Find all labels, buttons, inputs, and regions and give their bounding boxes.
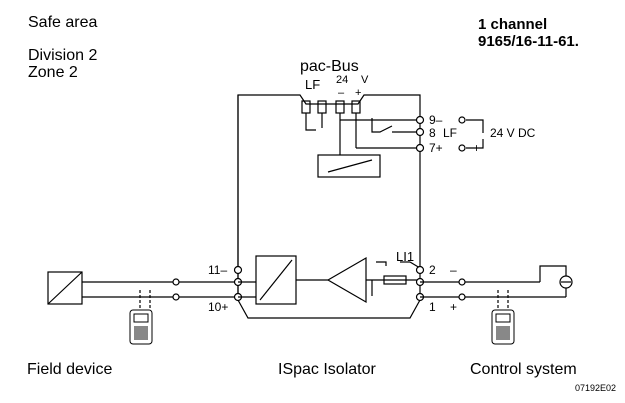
- terminal-10-label: 10+: [208, 300, 228, 314]
- part-number-label: 9165/16-11-61.: [478, 33, 579, 50]
- resistor: [383, 275, 407, 285]
- bus-wire-lf-1: [305, 113, 316, 131]
- terminal-8-lf-label: LF: [443, 126, 457, 140]
- zone-label: Zone 2: [28, 64, 78, 81]
- supply-minus-label: –: [473, 112, 480, 126]
- terminal-9: [415, 115, 425, 125]
- bus-v-label: V: [361, 74, 369, 86]
- bus-pin-lf-2: [317, 100, 327, 114]
- supply-line-minus: [466, 119, 484, 133]
- bus-lf-label: LF: [305, 77, 320, 92]
- terminal-7: [415, 143, 425, 153]
- field-device-label: Field device: [27, 361, 113, 378]
- bus-pin-minus: [335, 100, 345, 114]
- terminal-8-label: 8: [429, 126, 436, 140]
- relay-contact: [371, 118, 393, 133]
- field-junction-top: [172, 278, 180, 286]
- power-supply-block: [317, 154, 381, 178]
- drawing-code: 07192E02: [575, 383, 617, 393]
- terminal-2: [415, 265, 425, 275]
- terminal-1-label: 1: [429, 300, 436, 314]
- control-system-label: Control system: [470, 361, 577, 378]
- isolator-label: ISpac Isolator: [278, 361, 376, 378]
- field-device-ip-icon: [47, 271, 83, 305]
- terminal-11-label: 11–: [208, 263, 227, 277]
- li1-switch: [376, 261, 387, 266]
- supply-terminal-minus: [458, 116, 466, 124]
- amplifier-triangle: [326, 256, 367, 304]
- pac-bus-label: pac-Bus: [300, 58, 359, 75]
- terminal-7-label: 7+: [429, 141, 443, 155]
- terminal-2-sign: –: [450, 263, 457, 277]
- terminal-2-label: 2: [429, 263, 436, 277]
- terminal-8: [415, 127, 425, 137]
- bus-24-label: 24: [336, 74, 348, 86]
- bus-minus-label: –: [338, 87, 345, 99]
- converter-slash: [259, 259, 293, 301]
- handheld-terminal-icon: [129, 309, 153, 345]
- division-label: Division 2: [28, 47, 98, 64]
- supply-voltage-label: 24 V DC: [490, 126, 536, 140]
- terminal-1-sign: +: [450, 300, 457, 314]
- safe-area-label: Safe area: [28, 14, 98, 31]
- control-loop-right: [539, 265, 567, 282]
- power-supply-slash: [327, 159, 373, 173]
- supply-plus-label: +: [473, 141, 480, 155]
- terminal-9-label: 9–: [429, 113, 443, 127]
- handheld-terminal-icon: [491, 309, 515, 345]
- bus-pin-lf-1: [301, 100, 311, 114]
- li1-label: LI1: [396, 249, 414, 264]
- bus-plus-label: +: [355, 87, 361, 99]
- channel-label: 1 channel: [478, 16, 548, 33]
- field-junction-bottom: [172, 293, 180, 301]
- supply-terminal-plus: [458, 144, 466, 152]
- terminal-11: [233, 265, 243, 275]
- supply-line-plus: [466, 139, 484, 149]
